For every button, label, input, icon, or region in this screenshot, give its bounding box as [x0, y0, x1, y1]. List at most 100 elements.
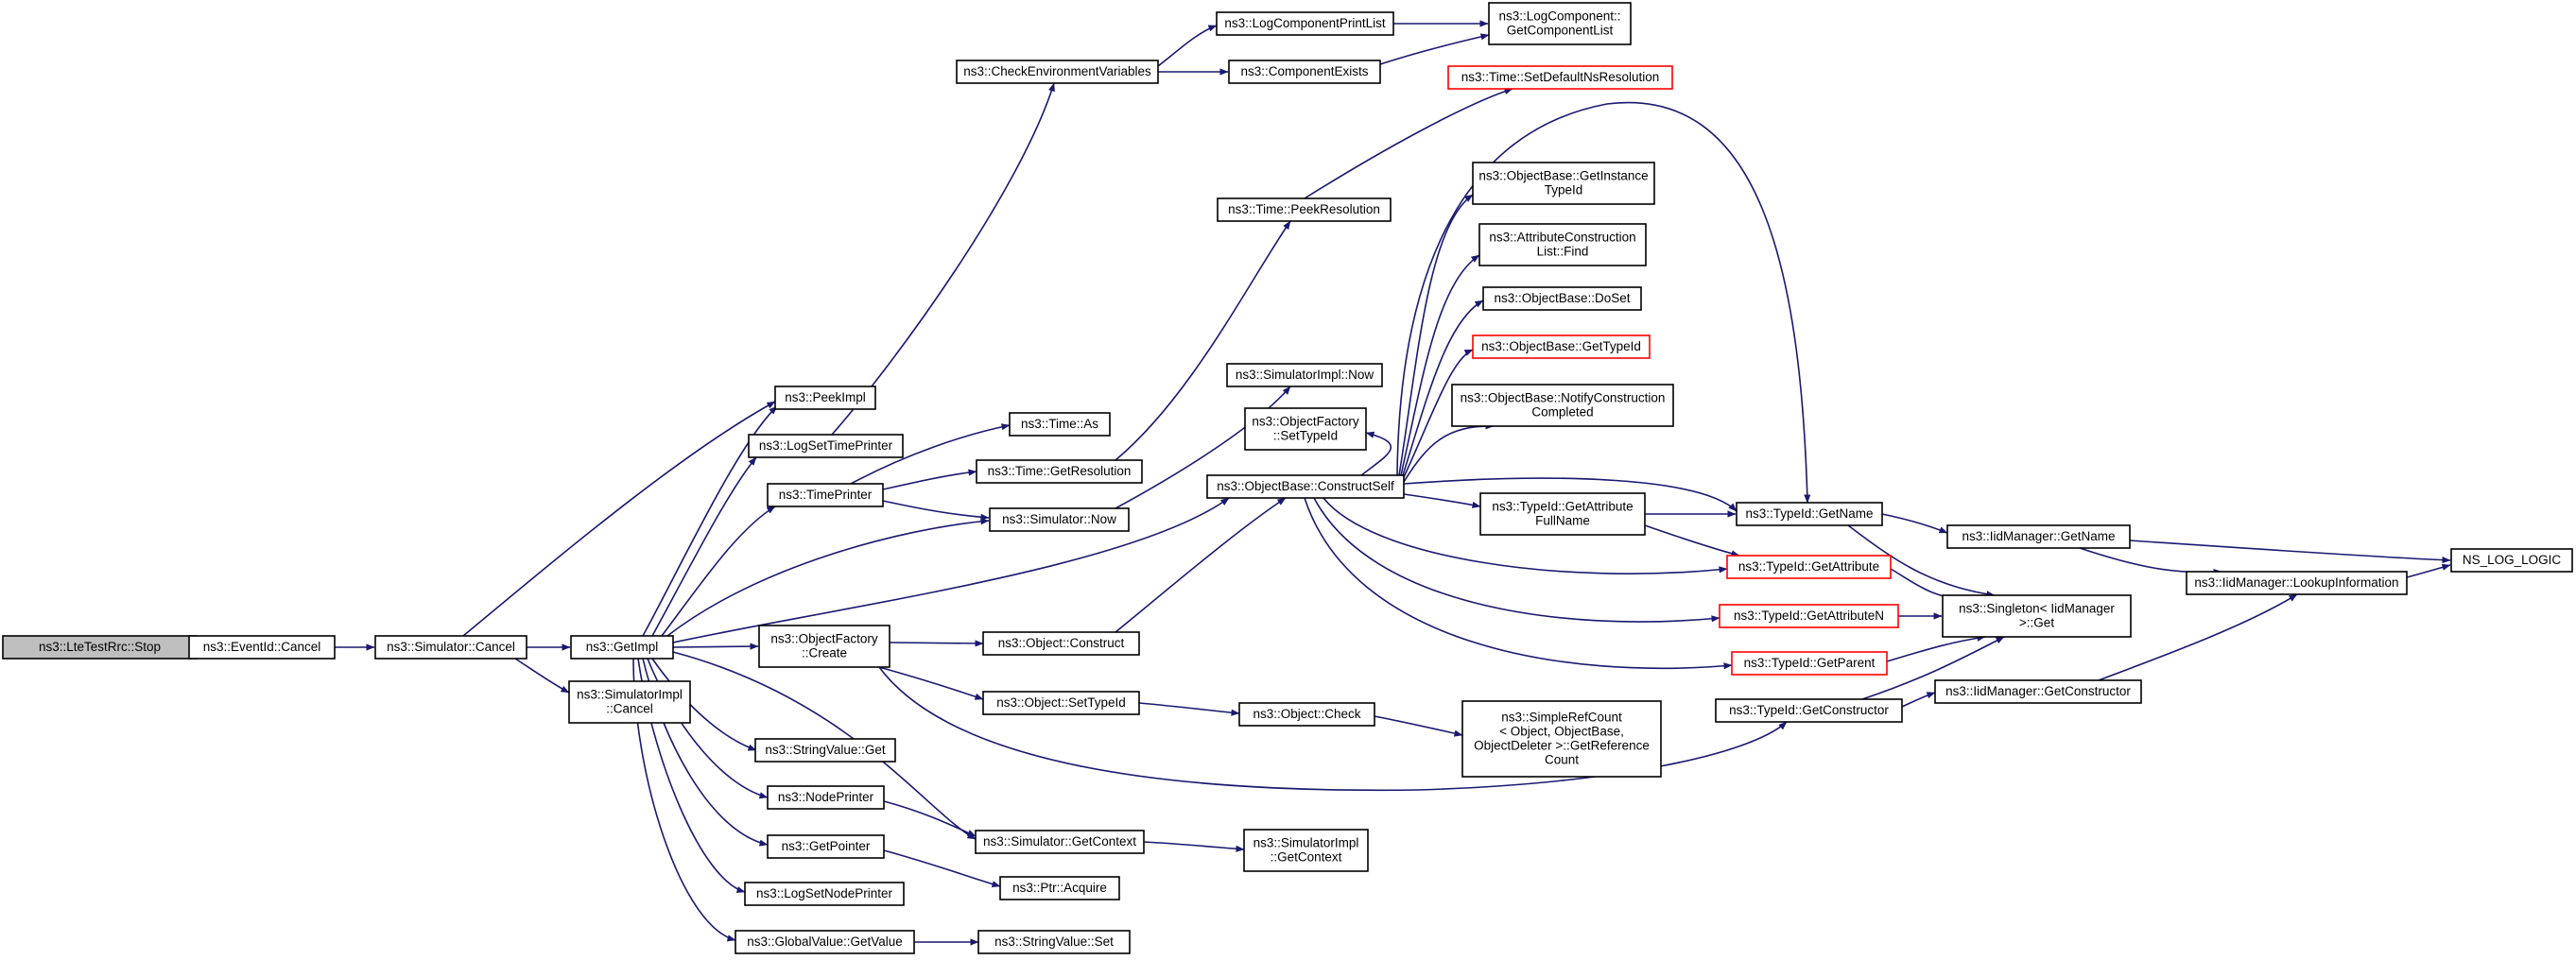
node-objectfactory_create[interactable]: ns3::ObjectFactory::Create — [758, 625, 890, 668]
node-notifyconstruction[interactable]: ns3::ObjectBase::NotifyConstructionCompl… — [1451, 384, 1674, 427]
node-label-line: ns3::Singleton< IidManager — [1959, 602, 2115, 616]
node-label-line: ns3::SimpleRefCount — [1501, 711, 1622, 725]
node-time_getresolution[interactable]: ns3::Time::GetResolution — [976, 459, 1143, 484]
node-iidmanager_lookup[interactable]: ns3::IidManager::LookupInformation — [2186, 571, 2408, 595]
call-edge-getimpl-to-logsettimeprinter — [651, 456, 757, 637]
node-label-line: ns3::GetImpl — [586, 640, 659, 654]
node-objectbase_constructself[interactable]: ns3::ObjectBase::ConstructSelf — [1206, 474, 1405, 499]
node-time_as[interactable]: ns3::Time::As — [1009, 412, 1111, 437]
node-label-line: ns3::EventId::Cancel — [203, 640, 321, 654]
edge-line — [1901, 692, 1936, 708]
node-stringvalue_set[interactable]: ns3::StringValue::Set — [977, 930, 1131, 954]
node-getimpl[interactable]: ns3::GetImpl — [570, 635, 674, 660]
node-label-line: ns3::LogComponent:: — [1498, 9, 1620, 24]
node-ns_log_logic[interactable]: NS_LOG_LOGIC — [2450, 548, 2573, 573]
edge-line — [1379, 33, 1490, 65]
node-box — [1719, 604, 1899, 628]
node-simimpl_getcontext[interactable]: ns3::SimulatorImpl::GetContext — [1243, 829, 1369, 872]
node-label-line: ns3::LteTestRrc::Stop — [39, 640, 161, 654]
node-label-line: ns3::ObjectFactory — [1252, 415, 1359, 429]
edge-line — [672, 497, 1230, 643]
node-box — [754, 738, 896, 763]
node-box — [774, 386, 876, 410]
call-edge-time_getresolution-to-time_peekresolution — [1115, 220, 1291, 461]
node-box — [1946, 524, 2131, 549]
node-typeid_getname[interactable]: ns3::TypeId::GetName — [1736, 502, 1883, 526]
node-label-line: ns3::Object::Check — [1253, 707, 1360, 721]
node-iidmanager_getconstructor[interactable]: ns3::IidManager::GetConstructor — [1934, 679, 2142, 704]
node-object_construct[interactable]: ns3::Object::Construct — [982, 631, 1140, 656]
call-edge-objectbase_constructself-to-getinstancetypeid — [1398, 194, 1474, 476]
node-logsetnodeprinter[interactable]: ns3::LogSetNodePrinter — [744, 882, 905, 906]
node-timeprinter[interactable]: ns3::TimePrinter — [767, 483, 884, 507]
node-eventid_cancel[interactable]: ns3::EventId::Cancel — [188, 635, 336, 660]
node-getcomponentlist[interactable]: ns3::LogComponent::GetComponentList — [1488, 2, 1632, 45]
node-label-line: NS_LOG_LOGIC — [2463, 553, 2562, 567]
node-simulator_cancel[interactable]: ns3::Simulator::Cancel — [374, 635, 527, 660]
node-label-line: ns3::TypeId::GetParent — [1744, 656, 1876, 670]
node-time_peekresolution[interactable]: ns3::Time::PeekResolution — [1217, 197, 1392, 222]
edge-line — [1861, 636, 2005, 700]
node-label-line: ns3::Simulator::Cancel — [387, 640, 515, 654]
node-nodeprinter[interactable]: ns3::NodePrinter — [767, 785, 885, 810]
node-label-line: ns3::ObjectBase::GetInstance — [1478, 169, 1648, 183]
node-box — [2186, 571, 2408, 595]
node-singleton_get[interactable]: ns3::Singleton< IidManager>::Get — [1942, 594, 2132, 638]
edge-line — [1304, 88, 1513, 199]
node-simimpl_now[interactable]: ns3::SimulatorImpl::Now — [1226, 363, 1383, 387]
node-time_setdefault[interactable]: ns3::Time::SetDefaultNsResolution — [1447, 65, 1673, 90]
node-componentexists[interactable]: ns3::ComponentExists — [1228, 60, 1381, 84]
edge-line — [661, 506, 776, 637]
node-checkenv[interactable]: ns3::CheckEnvironmentVariables — [956, 60, 1159, 84]
edge-line — [1115, 497, 1287, 633]
node-peekimpl[interactable]: ns3::PeekImpl — [774, 386, 876, 410]
node-logsettimeprinter[interactable]: ns3::LogSetTimePrinter — [748, 434, 904, 458]
edge-line — [1374, 715, 1463, 737]
node-box — [956, 60, 1159, 84]
call-edge-iidmanager_getconstructor-to-iidmanager_lookup — [2098, 593, 2298, 681]
node-logcomponentprintlist[interactable]: ns3::LogComponentPrintList — [1216, 11, 1394, 36]
edge-line — [1403, 493, 1481, 508]
node-simulator_now[interactable]: ns3::Simulator::Now — [989, 507, 1130, 532]
node-objectfactory_settypeid[interactable]: ns3::ObjectFactory::SetTypeId — [1244, 407, 1367, 451]
node-stop[interactable]: ns3::LteTestRrc::Stop — [2, 635, 198, 660]
node-box — [1934, 679, 2142, 704]
node-globalvalue_getvalue[interactable]: ns3::GlobalValue::GetValue — [735, 930, 915, 954]
node-iidmanager_getname[interactable]: ns3::IidManager::GetName — [1946, 524, 2131, 549]
node-label-line: Count — [1545, 753, 1579, 767]
call-edge-object_settypeid-to-object_check — [1138, 702, 1240, 716]
node-objectbase_doset[interactable]: ns3::ObjectBase::DoSet — [1482, 286, 1642, 311]
node-typeid_getparent[interactable]: ns3::TypeId::GetParent — [1731, 651, 1888, 676]
node-typeid_getattribute[interactable]: ns3::TypeId::GetAttribute — [1726, 555, 1892, 579]
node-label-line: ns3::ObjectBase::GetTypeId — [1481, 339, 1641, 353]
call-edge-objectbase_constructself-to-attrconstructionlist_find — [1400, 254, 1480, 476]
node-objectbase_gettypeid[interactable]: ns3::ObjectBase::GetTypeId — [1472, 334, 1651, 359]
node-ptr_acquire[interactable]: ns3::Ptr::Acquire — [999, 876, 1120, 900]
node-box — [1736, 502, 1883, 526]
node-object_settypeid[interactable]: ns3::Object::SetTypeId — [982, 691, 1140, 715]
node-getpointer[interactable]: ns3::GetPointer — [767, 834, 885, 859]
node-typeid_getconstructor[interactable]: ns3::TypeId::GetConstructor — [1715, 698, 1903, 723]
node-label-line: ObjectDeleter >::GetReference — [1474, 739, 1650, 753]
node-label-line: ns3::TimePrinter — [779, 488, 873, 502]
node-label-line: < Object, ObjectBase, — [1499, 725, 1624, 739]
node-label-line: ns3::TypeId::GetAttributeN — [1734, 609, 1884, 623]
node-label-line: ns3::TypeId::GetName — [1745, 506, 1873, 521]
node-box — [744, 882, 905, 906]
node-box — [767, 834, 885, 859]
node-simplerefcount[interactable]: ns3::SimpleRefCount< Object, ObjectBase,… — [1461, 700, 1662, 778]
node-object_check[interactable]: ns3::Object::Check — [1238, 702, 1375, 727]
node-typeid_getattributen[interactable]: ns3::TypeId::GetAttributeN — [1719, 604, 1899, 628]
node-simulator_getcontext[interactable]: ns3::Simulator::GetContext — [975, 830, 1145, 854]
node-stringvalue_get[interactable]: ns3::StringValue::Get — [754, 738, 896, 763]
node-box — [989, 507, 1130, 532]
edge-line — [831, 82, 1055, 436]
node-box — [570, 635, 674, 660]
edge-line — [2406, 563, 2451, 578]
node-simimpl_cancel[interactable]: ns3::SimulatorImpl::Cancel — [568, 680, 691, 724]
edge-line — [1313, 497, 1720, 623]
